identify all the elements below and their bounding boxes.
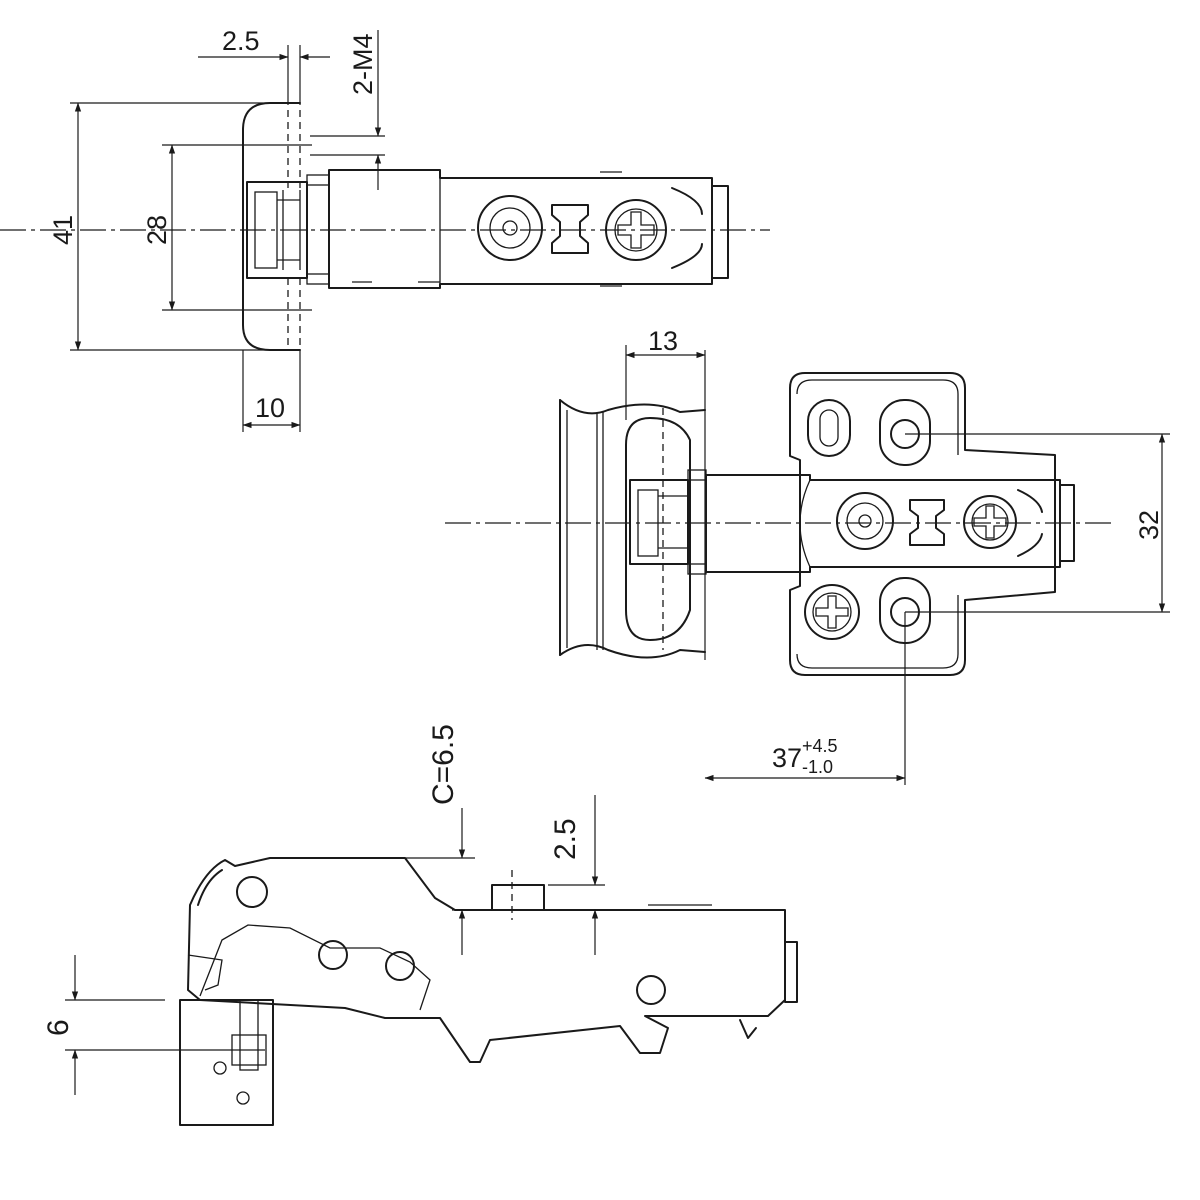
pivot-hole-4	[636, 975, 666, 1005]
door-panel	[559, 399, 706, 415]
top-screw-head	[491, 884, 545, 911]
dim-6: 6	[42, 1019, 75, 1036]
pivot-hole-1	[236, 876, 268, 908]
plate-screw	[804, 584, 860, 640]
dim-28: 28	[142, 215, 172, 245]
dim-37-tol-minus: -1.0	[802, 757, 833, 777]
mounted-view: 13 32 37 +4.5 -1.0	[445, 326, 1170, 785]
mounted-cup	[629, 479, 689, 565]
door-block	[179, 999, 274, 1126]
side-view: C=6.5 2.5 6	[42, 724, 798, 1126]
pivot-hole-3	[385, 951, 415, 981]
mounted-h-slot	[909, 499, 945, 546]
arm-end-cap	[711, 185, 729, 279]
slot-hole	[807, 399, 851, 457]
dim-13: 13	[648, 326, 678, 356]
dim-c-6-5: C=6.5	[427, 724, 460, 805]
hinge-cup	[246, 181, 308, 279]
dim-2-5-top: 2.5	[222, 26, 260, 56]
depth-adjust-screw	[477, 195, 543, 261]
cross-screw	[605, 199, 667, 261]
dim-2-m4: 2-M4	[348, 33, 378, 95]
dim-37: 37	[772, 743, 802, 773]
dim-2-5-side: 2.5	[549, 818, 582, 860]
mounted-adjust-screw	[836, 492, 894, 550]
dim-10: 10	[255, 393, 285, 423]
dim-41: 41	[48, 215, 78, 245]
mounting-plate	[789, 372, 1056, 676]
side-end-cap	[784, 941, 798, 1003]
pivot-hole-2	[318, 940, 348, 970]
cup-flange	[242, 102, 301, 351]
dim-37-tol-plus: +4.5	[802, 736, 838, 756]
hinge-arm-side	[187, 857, 786, 1063]
hinge-arm	[328, 169, 713, 289]
mounted-cross-screw	[963, 495, 1017, 549]
cup-recess	[625, 417, 691, 641]
dim-32: 32	[1134, 510, 1164, 540]
top-view: 2.5 2-M4 41 28 10	[0, 26, 770, 432]
h-slot	[551, 204, 589, 254]
mounted-arm	[705, 474, 1061, 573]
